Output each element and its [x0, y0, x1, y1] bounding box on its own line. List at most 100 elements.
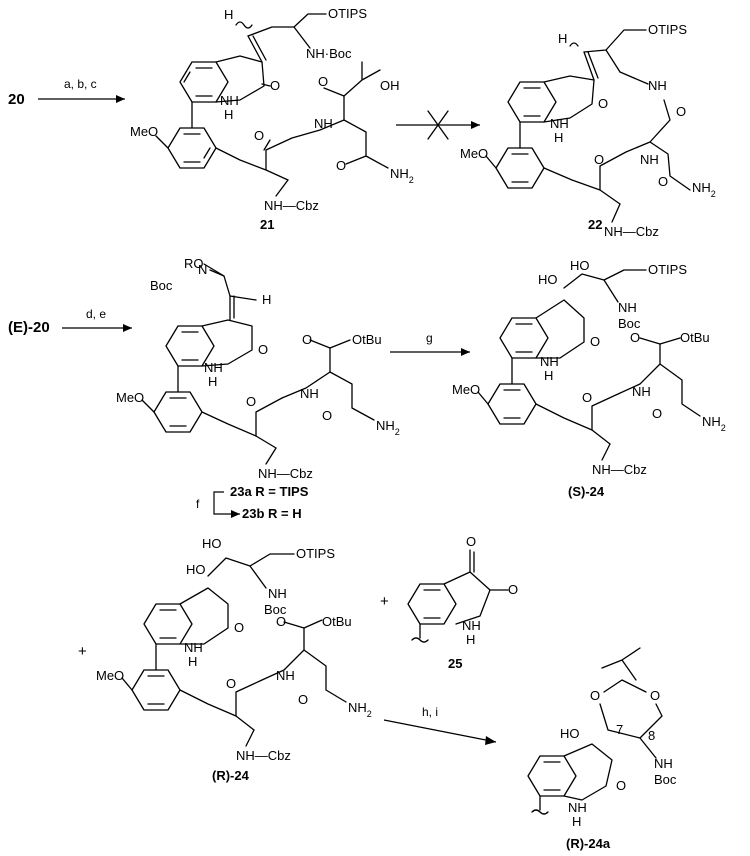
amide-o-22: O: [658, 174, 668, 189]
acid-o: O: [318, 74, 328, 89]
nh-cbz-23: NH—Cbz: [258, 466, 313, 481]
nh-cbz-S24: NH—Cbz: [592, 462, 647, 477]
h-ring-22: H: [554, 130, 563, 145]
nh-amide-R24: NH: [276, 668, 295, 683]
nh-amide-S24: NH: [632, 384, 651, 399]
oxo-25-b: O: [508, 582, 518, 597]
nh2-23: NH2: [376, 418, 400, 437]
amide-o-23: O: [322, 408, 332, 423]
compound-R24a-label: (R)-24a: [566, 836, 611, 851]
carbonyl-22: O: [594, 152, 604, 167]
arrow-f: [213, 491, 240, 515]
otbu-23: OtBu: [352, 332, 382, 347]
row-3: + HO HO OTIPS NH Boc O NH H MeO O NH O: [78, 534, 677, 851]
nh-23: NH: [204, 360, 223, 375]
blocked-cross: [427, 110, 449, 140]
compound-25-structure: O O NH H 25: [407, 534, 518, 671]
nh-R24a: NH: [654, 756, 673, 771]
nh-amide-22: NH: [640, 152, 659, 167]
compound-21-structure: H OTIPS NH·Boc O NH H MeO: [130, 6, 414, 232]
compound-22-label: 22: [588, 217, 602, 232]
plus-1: +: [78, 643, 87, 660]
ho-R24-b: HO: [186, 562, 206, 577]
nh-amide: NH: [314, 116, 333, 131]
carbonyl-23: O: [246, 394, 256, 409]
nh-ring-R24: NH: [184, 640, 203, 655]
reagent-abc: a, b, c: [64, 77, 97, 91]
nh2-22: NH2: [692, 180, 716, 199]
pos-8: 8: [648, 728, 655, 743]
h-23: H: [262, 292, 271, 307]
o-22-b: O: [676, 104, 686, 119]
oxo-25-a: O: [466, 534, 476, 549]
h-label-2: H: [224, 107, 233, 122]
amide-o-S24: O: [652, 406, 662, 421]
nh-cbz-R24: NH—Cbz: [236, 748, 291, 763]
nh-25: NH: [462, 618, 481, 633]
oxo-22: O: [598, 96, 608, 111]
reagent-de: d, e: [86, 307, 106, 321]
carbonyl-o: O: [254, 128, 264, 143]
boc-R24: Boc: [264, 602, 287, 617]
ho-S24: HO: [570, 258, 590, 273]
oxo-R24: O: [234, 620, 244, 635]
meo-S24: MeO: [452, 382, 480, 397]
nh2-S24: NH2: [702, 414, 726, 433]
meo-23: MeO: [116, 390, 144, 405]
compound-S24-label: (S)-24: [568, 484, 605, 499]
ester-o-R24: O: [276, 614, 286, 629]
nh-cbz-22: NH—Cbz: [604, 224, 659, 239]
nh-cbz: NH—Cbz: [264, 198, 319, 213]
reagent-f: f: [196, 497, 200, 511]
h2-23: H: [208, 374, 217, 389]
n-23: N: [198, 262, 207, 277]
nh-ring-S24: NH: [540, 354, 559, 369]
arrow-head: [116, 95, 125, 103]
compound-20-label: 20: [8, 91, 25, 108]
ester-o: O: [302, 332, 312, 347]
h-ring-R24: H: [188, 654, 197, 669]
otbu-R24: OtBu: [322, 614, 352, 629]
amide-o-R24: O: [298, 692, 308, 707]
h-label: H: [224, 7, 233, 22]
o-dioxane-a: O: [590, 688, 600, 703]
otips-label: OTIPS: [328, 6, 367, 21]
nh-R24: NH: [268, 586, 287, 601]
ho-S24-b: HO: [538, 272, 558, 287]
oxo-S24: O: [590, 334, 600, 349]
reagent-g: g: [426, 331, 433, 345]
ho-R24: HO: [202, 536, 222, 551]
pos-7: 7: [616, 722, 623, 737]
nh-boc-label: NH·Boc: [306, 46, 352, 61]
nh-amide-23: NH: [300, 386, 319, 401]
ho-R24a: HO: [560, 726, 580, 741]
nh-S24: NH: [618, 300, 637, 315]
arrow-hi: [383, 719, 497, 743]
compound-R24-label: (R)-24: [212, 768, 250, 783]
carbonyl-S24: O: [582, 390, 592, 405]
row-2: (E)-20 d, e RO Boc N H O NH H MeO: [8, 256, 726, 521]
nh-ring-22: NH: [550, 116, 569, 131]
h-25: H: [466, 632, 475, 647]
h-label-22: H: [558, 31, 567, 46]
row-1: 20 a, b, c H OTIPS NH·Boc O NH H: [8, 6, 716, 239]
compound-23-structure: RO Boc N H O NH H MeO O NH O OtBu: [116, 256, 400, 481]
h-ring-S24: H: [544, 368, 553, 383]
compound-23a-label: 23a R = TIPS: [230, 484, 309, 499]
compound-R24a-structure: O O 7 8 NH Boc HO O NH H (R)-24a: [527, 647, 677, 851]
nh-label: NH: [220, 93, 239, 108]
oxo-23: O: [258, 342, 268, 357]
compound-S24-structure: HO HO OTIPS NH Boc O NH H MeO O NH O OtB…: [452, 258, 726, 499]
o-dioxane-b: O: [650, 688, 660, 703]
gem-dimethyl: [601, 647, 641, 681]
wavy-bond: [235, 21, 253, 29]
attachment-wavy: [411, 637, 429, 643]
boc-R24a: Boc: [654, 772, 677, 787]
ro-label: RO: [184, 256, 204, 271]
compound-21-label: 21: [260, 217, 274, 232]
ester-o-S24: O: [630, 330, 640, 345]
otips-R24: OTIPS: [296, 546, 335, 561]
reagent-hi: h, i: [422, 705, 438, 719]
nh2-label: NH2: [390, 166, 414, 185]
